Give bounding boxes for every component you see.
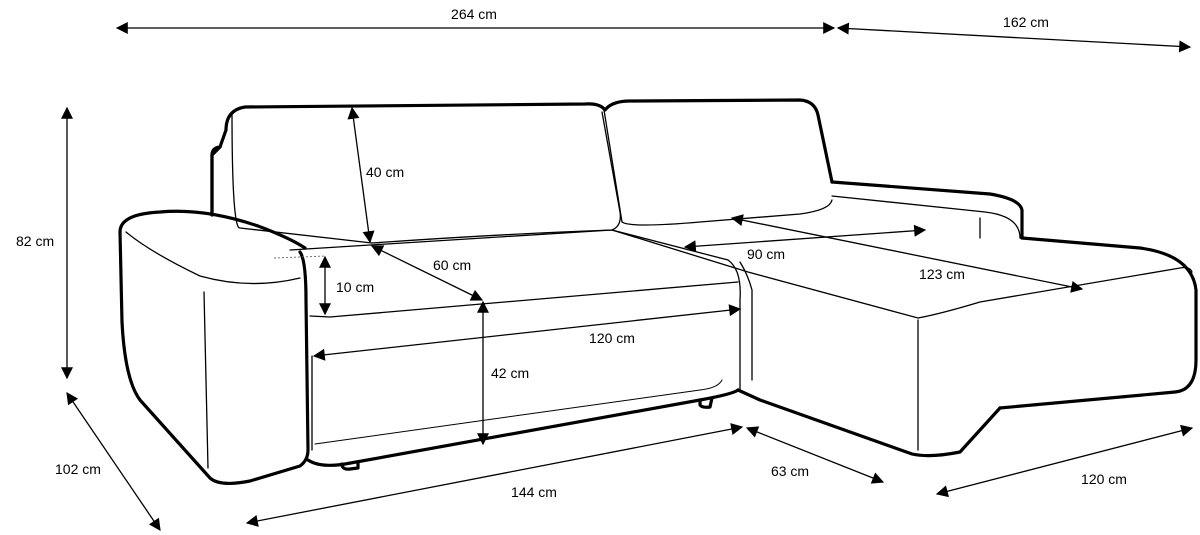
dimension-labels: 264 cm 162 cm 82 cm 102 cm 40 cm 60 cm 1… bbox=[16, 6, 1127, 500]
left-backrest-cushion bbox=[231, 111, 621, 244]
label-seat-depth: 102 cm bbox=[55, 461, 101, 477]
back-frame bbox=[210, 98, 834, 214]
left-armrest-top-seam bbox=[125, 231, 301, 469]
label-chaise-depth: 162 cm bbox=[1003, 14, 1049, 30]
main-seat-front bbox=[306, 388, 740, 467]
label-seat-height: 42 cm bbox=[491, 365, 529, 381]
label-chaise-inner-width: 90 cm bbox=[747, 246, 785, 262]
dim-line-cushion-depth bbox=[370, 245, 484, 301]
seat-underside bbox=[314, 379, 723, 445]
chaise-bolster bbox=[830, 180, 1024, 240]
chaise-seat-top bbox=[611, 229, 1193, 319]
dim-line-seat-depth bbox=[66, 392, 161, 531]
seat-foot-right bbox=[698, 396, 714, 409]
chaise-back-edge bbox=[998, 236, 1198, 410]
label-chaise-front-depth: 63 cm bbox=[771, 463, 809, 479]
label-total-width: 264 cm bbox=[451, 6, 497, 22]
armrest-dotted-guide bbox=[273, 255, 327, 259]
dim-line-chaise-width bbox=[935, 424, 1194, 498]
dim-line-backrest-height bbox=[347, 106, 375, 244]
dim-line-bed-width bbox=[312, 304, 742, 361]
label-chaise-width: 120 cm bbox=[1081, 471, 1127, 487]
right-backrest-cushion bbox=[603, 109, 833, 226]
sofa-outline bbox=[118, 98, 1198, 485]
label-cushion-depth: 60 cm bbox=[433, 257, 471, 273]
label-front-width: 144 cm bbox=[511, 484, 557, 500]
dim-line-chaise-depth bbox=[836, 22, 1192, 53]
dim-line-chaise-front-depth bbox=[745, 426, 885, 484]
label-chaise-length: 123 cm bbox=[919, 266, 965, 282]
back-frame-side bbox=[210, 145, 222, 217]
chaise-bolster-seam bbox=[831, 195, 1021, 239]
dim-line-chaise-length bbox=[730, 214, 1084, 293]
left-armrest bbox=[118, 209, 310, 485]
seat-cushion bbox=[289, 229, 741, 451]
label-cushion-thickness: 10 cm bbox=[336, 279, 374, 295]
dimension-lines bbox=[61, 22, 1194, 531]
dim-line-front-width bbox=[245, 423, 744, 527]
label-total-height: 82 cm bbox=[16, 233, 54, 249]
chaise-seat-front bbox=[736, 388, 1002, 458]
chaise-seam bbox=[739, 261, 919, 451]
label-bed-width: 120 cm bbox=[589, 330, 635, 346]
label-backrest-height: 40 cm bbox=[366, 164, 404, 180]
